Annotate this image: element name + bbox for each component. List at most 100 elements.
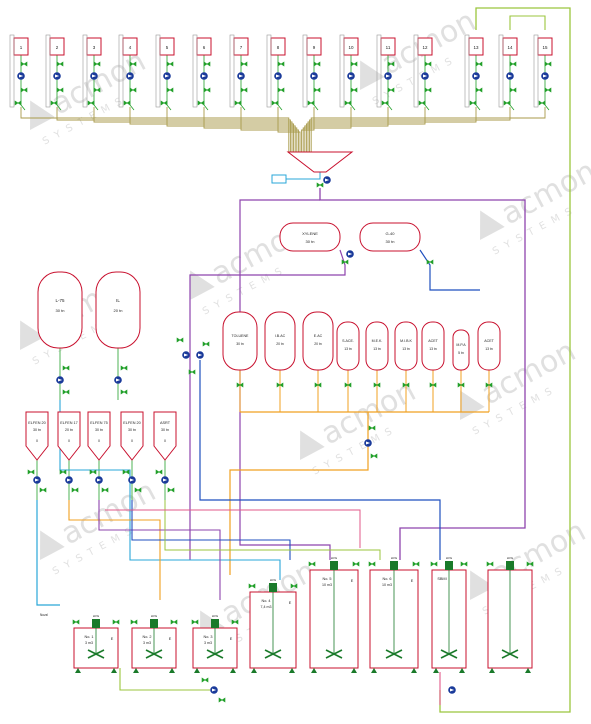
storage-tank-capacity: 30 tn [56, 308, 65, 313]
reactor-name: No. 6 [382, 577, 391, 581]
top-tank-frame [118, 34, 124, 108]
pump-icon [323, 176, 331, 184]
valve-body [544, 61, 552, 67]
reactor-hvg-label: HVG [270, 578, 277, 582]
agitator-blade-icon [325, 649, 343, 659]
pump-arrow [97, 478, 102, 482]
pump-arrow [276, 74, 281, 78]
valve-body [475, 87, 483, 93]
mid-tank-name: M.E.K. [372, 339, 383, 343]
valve-icon [176, 337, 184, 343]
valve-body [344, 382, 352, 388]
valve-icon [236, 382, 244, 388]
valve-body [460, 561, 468, 567]
g40-line [419, 249, 480, 291]
valve-icon [134, 487, 142, 493]
watermark-triangle-icon [190, 270, 215, 300]
mid-tank [222, 311, 258, 371]
valve-icon [538, 100, 546, 106]
pump-arrow [198, 353, 203, 357]
pump-arrow [450, 688, 455, 692]
valve-icon [277, 87, 285, 93]
valve-body [191, 619, 199, 625]
valve-icon [129, 61, 137, 67]
silo-code: X [131, 439, 134, 443]
valve-body [122, 469, 130, 475]
pump-icon [33, 476, 41, 484]
valve-icon [503, 100, 511, 106]
reactor-hvg-label: HVG [331, 556, 338, 560]
valve-body [424, 61, 432, 67]
valve-body [316, 182, 324, 188]
reactor-motor [330, 561, 338, 570]
valve-body [89, 469, 97, 475]
valve-icon [231, 619, 239, 625]
pump-arrow [58, 378, 63, 382]
valve-icon [290, 583, 298, 589]
valve-body [387, 87, 395, 93]
valve-icon [475, 87, 483, 93]
pump-icon [126, 72, 134, 80]
pump-icon [200, 72, 208, 80]
pump-icon [196, 351, 204, 359]
watermark-triangle-icon [40, 530, 65, 560]
reactor-name: No. 3 [203, 635, 212, 639]
valve-body [197, 100, 205, 106]
pump-arrow [423, 74, 428, 78]
valve-body [352, 561, 360, 567]
valve-body [430, 561, 438, 567]
reactor-leg-icon [133, 668, 175, 673]
pump-icon [506, 72, 514, 80]
silo-name: ELFEN 75 [90, 421, 108, 425]
valve-icon [344, 382, 352, 388]
silo [25, 411, 49, 461]
mid-tank [394, 321, 418, 371]
valve-body [71, 487, 79, 493]
silo [153, 411, 177, 461]
valve-body [544, 87, 552, 93]
valve-body [373, 382, 381, 388]
pump-arrow [212, 688, 217, 692]
watermark-triangle-icon [470, 570, 495, 600]
feed-purple [98, 500, 221, 600]
reactor-motor [390, 561, 398, 570]
valve-body [14, 100, 22, 106]
pump-icon [346, 250, 354, 258]
valve-body [176, 337, 184, 343]
valve-icon [424, 87, 432, 93]
storage-tank [37, 271, 83, 349]
valve-icon [129, 87, 137, 93]
mid-tank-name: S.ACE. [342, 339, 354, 343]
silo-capacity: 30 tn [33, 428, 41, 432]
silo-capacity: 30 tn [161, 428, 169, 432]
reactor-motor [211, 619, 219, 628]
valve-body [240, 87, 248, 93]
pump-arrow [116, 378, 121, 382]
manifold-line [166, 107, 296, 152]
valve-body [290, 583, 298, 589]
reactor-hvg-label: HVG [212, 614, 219, 618]
valve-body [314, 382, 322, 388]
valve-icon [160, 100, 168, 106]
top-tank-frame [464, 34, 470, 108]
top-tank-label: 12 [422, 45, 428, 50]
silo-code: X [36, 439, 39, 443]
pump-icon [274, 72, 282, 80]
feed-cyan [36, 500, 60, 606]
valve-body [307, 100, 315, 106]
orange-drop [229, 412, 369, 575]
pump-icon [237, 72, 245, 80]
valve-icon [387, 61, 395, 67]
valve-icon [89, 469, 97, 475]
valve-icon [71, 487, 79, 493]
valve-icon [412, 561, 420, 567]
valve-icon [457, 382, 465, 388]
valve-icon [87, 100, 95, 106]
valve-icon [166, 61, 174, 67]
reactor-hvg-label: HVG [391, 556, 398, 560]
valve-body [402, 382, 410, 388]
pump-icon [95, 476, 103, 484]
valve-icon [381, 100, 389, 106]
valve-icon [155, 469, 163, 475]
agitator-blade-icon [206, 649, 224, 659]
